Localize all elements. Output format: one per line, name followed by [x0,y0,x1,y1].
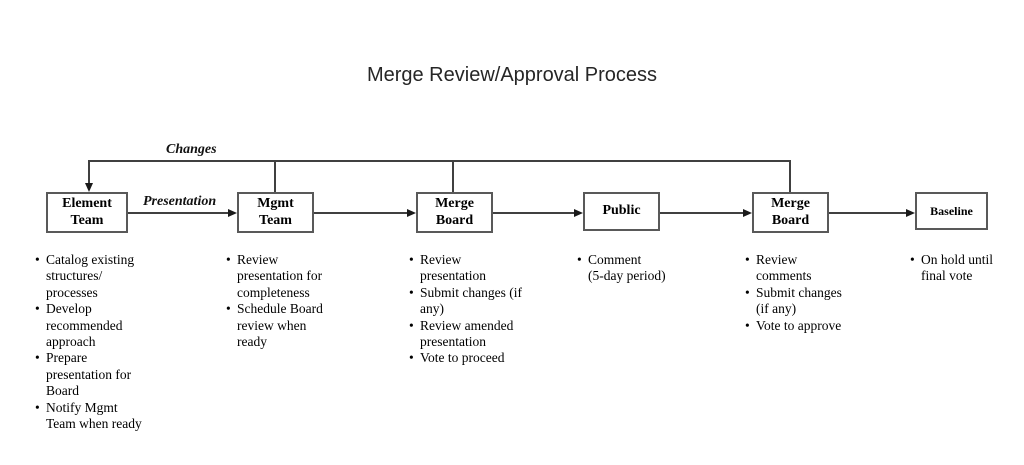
mgmt-team-notes: Review presentation for completeness Sch… [226,252,338,350]
bullet-item: Submit changes (if any) [409,285,531,318]
bullet-item: Vote to approve [745,318,849,335]
bullet-item: Review presentation [409,252,531,285]
element-team-notes: Catalog existing structures/ processes D… [35,252,153,432]
arrowhead-right-icon [574,208,583,217]
arrow-merge-board-1-to-public [493,212,575,214]
bullet-item: Prepare presentation for Board [35,350,153,399]
arrow-mgmt-to-merge-board-1 [314,212,408,214]
arrow-public-to-merge-board-2 [660,212,744,214]
changes-feedback-line [88,160,791,162]
bullet-item: Schedule Board review when ready [226,301,338,350]
bullet-item: Submit changes (if any) [745,285,849,318]
presentation-edge-label: Presentation [143,194,217,209]
bullet-item: Review presentation for completeness [226,252,338,301]
arrowhead-right-icon [228,208,237,217]
bullet-item: Review comments [745,252,849,285]
bullet-item: Vote to proceed [409,350,531,367]
bullet-item: Catalog existing structures/ processes [35,252,153,301]
public-notes: Comment (5-day period) [577,252,685,285]
arrowhead-right-icon [743,208,752,217]
bullet-item: Comment (5-day period) [577,252,685,285]
bullet-item: Review amended presentation [409,318,531,351]
arrowhead-down-icon [84,183,93,192]
page-title: Merge Review/Approval Process [366,64,658,86]
changes-drop-to-element-team [88,160,90,185]
merge-board-2-notes: Review comments Submit changes (if any) … [745,252,849,334]
flow-node-merge-board-2: Merge Board [752,192,829,233]
bullet-item: Notify Mgmt Team when ready [35,400,153,433]
flow-node-baseline: Baseline [915,192,988,230]
bullet-item: Develop recommended approach [35,301,153,350]
arrow-merge-board-2-to-baseline [829,212,907,214]
changes-edge-label: Changes [166,142,217,157]
bullet-item: On hold until final vote [910,252,1012,285]
merge-board-1-notes: Review presentation Submit changes (if a… [409,252,531,367]
flow-node-public: Public [583,192,660,231]
arrowhead-right-icon [906,208,915,217]
flow-node-merge-board-1: Merge Board [416,192,493,233]
changes-drop-to-merge-board-2 [789,160,791,192]
changes-riser-from-mgmt-team [274,160,276,192]
changes-riser-from-merge-board-1 [452,160,454,192]
flow-node-mgmt-team: Mgmt Team [237,192,314,233]
arrowhead-right-icon [407,208,416,217]
baseline-notes: On hold until final vote [910,252,1012,285]
flow-node-element-team: Element Team [46,192,128,233]
arrow-element-to-mgmt [128,212,229,214]
